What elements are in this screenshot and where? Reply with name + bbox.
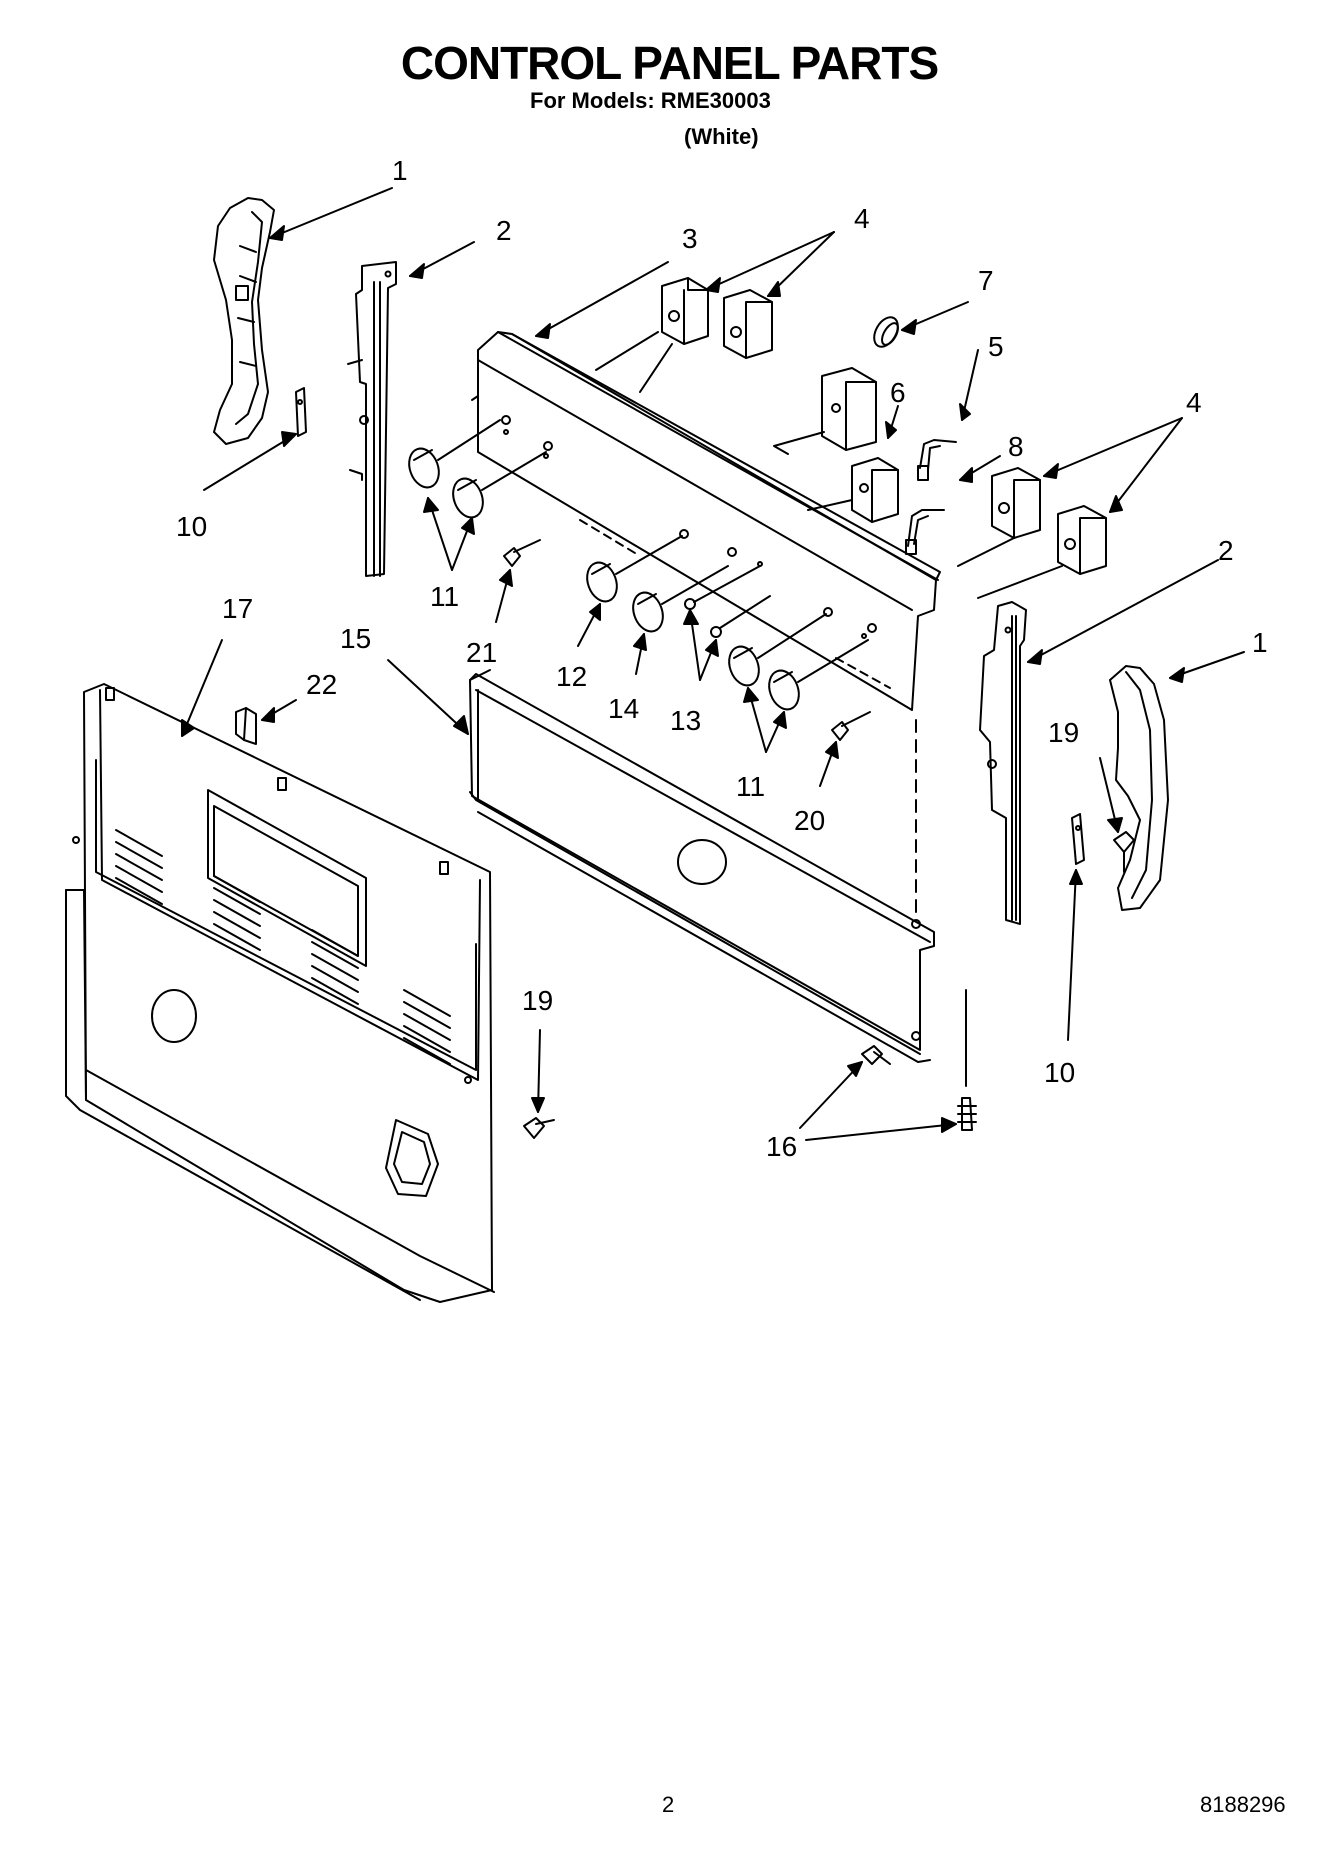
callout-label: 17: [222, 593, 253, 624]
part-19-screw-right: [1113, 831, 1135, 873]
callout-label: 4: [1186, 387, 1202, 418]
part-10-left-clip: [295, 387, 307, 437]
switch-mounting-lines: [595, 331, 1063, 599]
part-12-knob: [586, 561, 618, 603]
callout-label: 19: [522, 985, 553, 1016]
part-22-clip: [235, 707, 257, 745]
part-4-switch-d: [1057, 505, 1107, 575]
callout-label: 6: [890, 377, 906, 408]
part-11-knob-d: [768, 669, 800, 711]
part-11-knob-b: [452, 477, 484, 519]
callout-label: 4: [854, 203, 870, 234]
callout-label: 10: [176, 511, 207, 542]
part-15-trim-panel: [469, 669, 935, 1063]
callout-label: 3: [682, 223, 698, 254]
callout-label: 22: [306, 669, 337, 700]
part-7-ring: [873, 316, 899, 348]
callout-label: 13: [670, 705, 701, 736]
part-5-wire: [917, 439, 957, 481]
callout-label: 12: [556, 661, 587, 692]
models-line: For Models: RME30003: [530, 88, 771, 113]
callout-labels: 1 2 3 4 7 5 6 8 4 2 1 10 11 21 12 14 13 …: [176, 155, 1268, 1162]
part-14-knob: [632, 591, 664, 633]
part-1-right-endcap: [1109, 665, 1169, 911]
part-16-screw-b: [957, 1097, 977, 1131]
callout-label: 19: [1048, 717, 1079, 748]
callout-label: 16: [766, 1131, 797, 1162]
part-16-screw-a: [861, 1045, 891, 1065]
callout-label: 20: [794, 805, 825, 836]
knob-shaft-lines: [437, 419, 869, 683]
part-1-left-endcap: [213, 197, 275, 445]
callout-label: 10: [1044, 1057, 1075, 1088]
part-11-knob-a: [408, 447, 440, 489]
part-17-back-panel: [65, 683, 495, 1303]
part-2-left-rail: [347, 261, 397, 577]
callout-label: 11: [430, 581, 459, 612]
part-10-right-clip: [1071, 813, 1085, 865]
callout-label: 11: [736, 771, 765, 802]
callout-label: 1: [1252, 627, 1268, 658]
callout-label: 2: [496, 215, 512, 246]
callout-label: 2: [1218, 535, 1234, 566]
page-number: 2: [662, 1792, 675, 1817]
part-4-switch-c: [991, 467, 1041, 539]
callout-label: 15: [340, 623, 371, 654]
callout-label: 7: [978, 265, 994, 296]
part-6-timer-block: [851, 457, 899, 523]
part-4-switch-b: [723, 289, 773, 359]
part-4-switch-a: [661, 277, 709, 345]
callout-label: 8: [1008, 431, 1024, 462]
page-title: CONTROL PANEL PARTS: [400, 37, 939, 89]
part-3-control-panel: [471, 331, 941, 711]
part-19-screw-left: [523, 1117, 555, 1139]
part-2-right-rail: [979, 601, 1027, 925]
part-6-block: [821, 367, 877, 451]
part-11-knob-c: [728, 645, 760, 687]
callout-label: 1: [392, 155, 408, 186]
part-8-wire: [905, 509, 945, 555]
part-13-spring: [684, 565, 771, 638]
callout-label: 5: [988, 331, 1004, 362]
block-mounting-lines: [773, 431, 853, 511]
callout-label: 14: [608, 693, 639, 724]
document-number: 8188296: [1200, 1792, 1286, 1817]
callout-label: 21: [466, 637, 497, 668]
part-20-screw: [831, 711, 871, 741]
leader-lines: [181, 187, 1245, 1141]
part-21-screw: [503, 539, 541, 567]
color-variant: (White): [684, 124, 759, 149]
